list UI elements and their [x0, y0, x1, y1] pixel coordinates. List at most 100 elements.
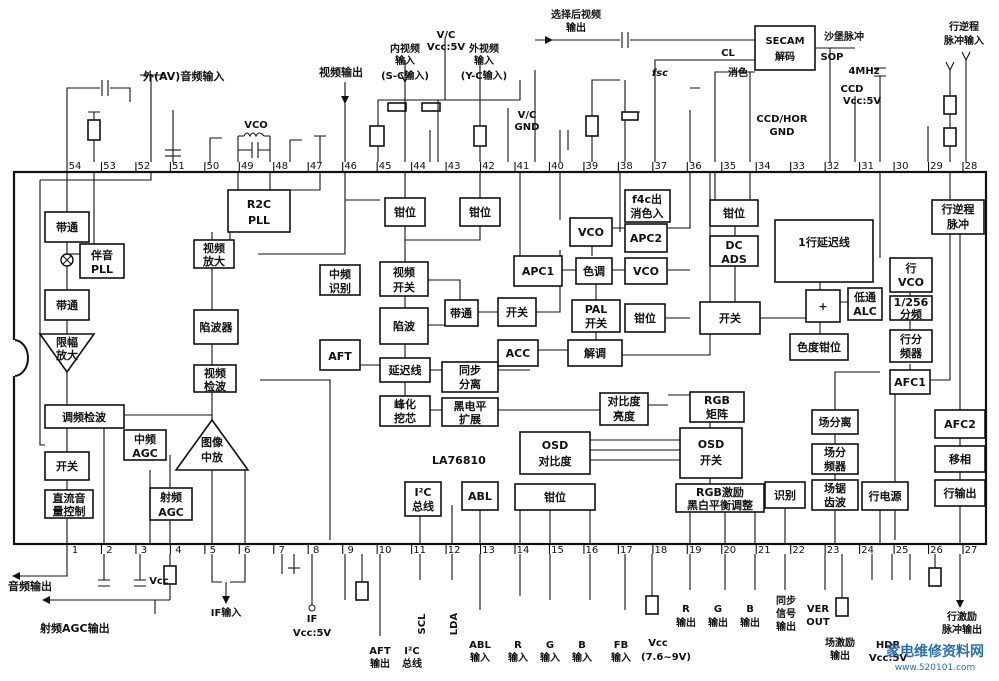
label-if-in: IF输入 — [211, 606, 242, 619]
svg-text:I²C: I²C — [415, 486, 432, 499]
svg-text:场锯: 场锯 — [824, 481, 846, 495]
block-h-vco: 行 VCO — [889, 257, 933, 293]
pin-number: 39 — [586, 161, 599, 172]
svg-text:钳位: 钳位 — [394, 205, 416, 219]
label-4mhz: 4MHz — [848, 66, 879, 77]
pin-number: 15 — [551, 545, 564, 556]
svg-text:带通: 带通 — [56, 298, 78, 312]
pin-number: 33 — [792, 161, 805, 172]
pin-number: 53 — [103, 161, 116, 172]
pin-number: 14 — [517, 545, 530, 556]
block-afc2: AFC2 — [934, 409, 986, 439]
block-bandpass-1: 带通 — [44, 211, 90, 243]
pin-number: 54 — [69, 161, 82, 172]
svg-text:RGB激励: RGB激励 — [696, 485, 744, 499]
block-dc-volume: 直流音 量控制 — [44, 489, 94, 519]
block-lpf-alc: 低通 ALC — [847, 287, 883, 321]
svg-text:调频检波: 调频检波 — [62, 410, 107, 424]
pin-number: 21 — [758, 545, 771, 556]
block-ident: 识别 — [764, 481, 806, 509]
svg-text:脉冲: 脉冲 — [946, 217, 969, 231]
svg-text:钳位: 钳位 — [723, 206, 745, 220]
pin-number: 41 — [517, 161, 530, 172]
svg-text:开关: 开关 — [700, 453, 722, 467]
pin-number: 22 — [792, 545, 805, 556]
pin-number: 51 — [172, 161, 185, 172]
label-r-out-b: 输出 — [676, 616, 696, 629]
block-black-level: 黑电平 扩展 — [441, 397, 499, 427]
pin-number: 46 — [344, 161, 357, 172]
svg-text:限幅: 限幅 — [56, 335, 78, 349]
svg-text:PLL: PLL — [91, 263, 113, 276]
svg-text:色调: 色调 — [583, 264, 605, 278]
pin-number: 10 — [379, 545, 392, 556]
svg-text:识别: 识别 — [329, 281, 351, 295]
block-clamp-4: 钳位 — [709, 199, 759, 227]
block-sound-pll: 伴音 PLL — [79, 243, 125, 279]
label-cl: CL — [721, 48, 735, 59]
label-g-out-b: 输出 — [708, 616, 728, 629]
pin-number: 27 — [965, 545, 978, 556]
label-hdrive-b: 脉冲输出 — [941, 623, 982, 636]
label-g-out-a: G — [714, 604, 722, 615]
svg-text:延迟线: 延迟线 — [388, 363, 422, 377]
label-vcc-range-b: (7.6~9V) — [641, 652, 691, 663]
pin-number: 45 — [379, 161, 392, 172]
block-v-divider: 场分 频器 — [811, 443, 859, 475]
svg-text:频器: 频器 — [900, 346, 923, 360]
label-hflyback-b: 脉冲输入 — [943, 34, 984, 47]
svg-text:黑电平: 黑电平 — [454, 399, 487, 413]
svg-text:射频: 射频 — [159, 490, 182, 504]
block-abl: ABL — [461, 481, 499, 511]
svg-text:同步: 同步 — [459, 363, 481, 377]
label-int-video-c: (S-C输入) — [381, 69, 429, 82]
svg-text:场分离: 场分离 — [819, 415, 852, 429]
svg-text:VCO: VCO — [578, 226, 604, 239]
block-clamp-5: 钳位 — [514, 483, 596, 511]
pin-number: 32 — [827, 161, 840, 172]
svg-text:AFT: AFT — [328, 350, 352, 363]
label-ccd-gnd-b: GND — [770, 127, 795, 138]
svg-text:分离: 分离 — [459, 377, 481, 391]
svg-text:峰化: 峰化 — [394, 397, 416, 411]
pin-number: 25 — [896, 545, 909, 556]
label-i2c-a: I²C — [404, 646, 419, 657]
block-rgb-drive: RGB激励 黑白平衡调整 — [675, 483, 765, 513]
block-dc-ads: DC ADS — [709, 235, 759, 267]
label-r-out-a: R — [682, 604, 690, 615]
secam-decoder-box — [754, 25, 816, 71]
pin-number: 7 — [279, 545, 285, 556]
pin-number: 52 — [138, 161, 151, 172]
block-h-flyback: 行逆程 脉冲 — [931, 199, 985, 235]
svg-text:VCO: VCO — [898, 276, 924, 289]
label-lda: LDA — [449, 613, 460, 636]
svg-text:行: 行 — [905, 261, 917, 275]
block-switch-3: 开关 — [699, 301, 761, 335]
svg-text:PLL: PLL — [248, 214, 270, 227]
pin-number: 24 — [861, 545, 874, 556]
block-switch-2: 开关 — [497, 297, 537, 327]
svg-text:放大: 放大 — [202, 254, 225, 268]
label-b-out-b: 输出 — [740, 616, 760, 629]
svg-text:低通: 低通 — [853, 290, 876, 304]
block-clamp-1: 钳位 — [384, 197, 426, 227]
svg-text:矩阵: 矩阵 — [706, 407, 728, 421]
svg-text:ADS: ADS — [721, 253, 747, 266]
bottom-external — [12, 554, 964, 636]
pin-number: 20 — [723, 545, 736, 556]
label-vdrive-b: 输出 — [830, 649, 850, 662]
svg-text:中频: 中频 — [329, 267, 351, 281]
block-h-divider: 行分 频器 — [889, 329, 933, 363]
label-vcc: Vcc — [149, 576, 169, 587]
svg-text:开关: 开关 — [585, 316, 607, 330]
label-audio-out: 音频输出 — [8, 579, 52, 593]
svg-text:钳位: 钳位 — [469, 205, 491, 219]
label-hflyback-a: 行逆程 — [948, 20, 979, 33]
label-fb-b: 输入 — [611, 651, 631, 664]
svg-text:行分: 行分 — [899, 332, 922, 346]
label-selected-video-b: 输出 — [566, 21, 586, 34]
label-sop: SOP — [820, 52, 843, 63]
